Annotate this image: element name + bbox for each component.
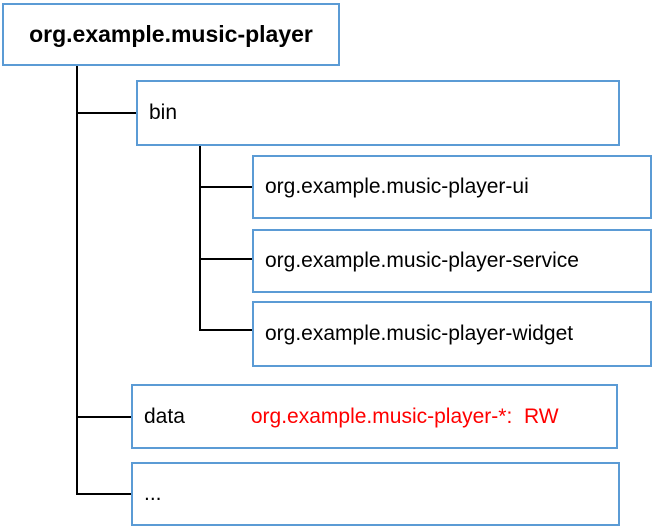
tree-trunk-root [76, 66, 78, 495]
ui-binary-label: org.example.music-player-ui [265, 175, 529, 198]
service-binary-label: org.example.music-player-service [265, 249, 579, 272]
ellipsis-node: ... [131, 462, 620, 526]
tree-branch-to-widget [199, 329, 252, 331]
ui-binary-node: org.example.music-player-ui [252, 155, 652, 219]
data-permission-annotation: org.example.music-player-*: RW [250, 404, 559, 428]
tree-branch-to-service [199, 258, 252, 260]
tree-branch-to-ellipsis [76, 493, 131, 495]
tree-branch-to-bin [76, 112, 136, 114]
widget-binary-node: org.example.music-player-widget [252, 301, 652, 367]
root-package-label: org.example.music-player [29, 21, 313, 47]
tree-branch-to-ui [199, 186, 252, 188]
widget-binary-label: org.example.music-player-widget [265, 322, 574, 345]
tree-branch-to-data [76, 416, 131, 418]
bin-directory-node: bin [136, 80, 620, 146]
tree-trunk-bin [199, 146, 201, 331]
data-directory-label: data [144, 404, 185, 428]
bin-directory-label: bin [149, 101, 178, 124]
ellipsis-label: ... [144, 482, 162, 505]
root-package-node: org.example.music-player [2, 3, 340, 66]
data-directory-node: data org.example.music-player-*: RW [131, 384, 618, 449]
service-binary-node: org.example.music-player-service [252, 229, 652, 293]
